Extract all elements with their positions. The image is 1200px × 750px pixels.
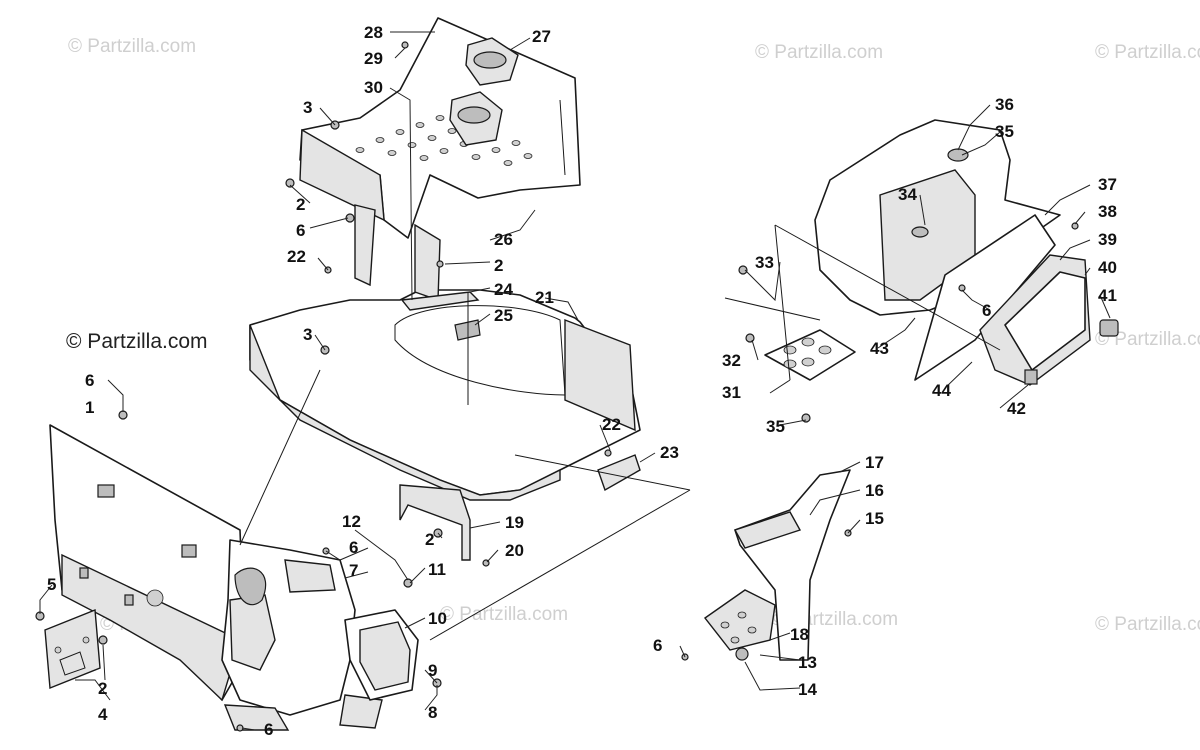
callout-18: 18 [790,625,809,644]
callout-17: 17 [865,453,884,472]
part-center-bracket [400,291,481,405]
part-bracket-23 [597,454,641,492]
watermark: © Partzilla.com [68,36,196,57]
watermark: © Partzilla.com [1095,329,1200,350]
callout-13: 13 [798,653,817,672]
watermark: © Partzilla.com [440,604,568,625]
callout-3: 3 [303,325,312,344]
assembly-lines [239,224,1001,641]
callout-9: 9 [428,661,437,680]
callout-19: 19 [505,513,524,532]
callout-20: 20 [505,541,524,560]
callout-39: 39 [1098,230,1117,249]
part-bracket-19 [399,484,471,561]
callout-21: 21 [535,288,554,307]
watermark: © Partzilla.com [1095,614,1200,635]
callout-22: 22 [287,247,306,266]
callout-11: 11 [428,560,446,579]
part-mount-plate [703,589,776,661]
watermark: © Partzilla.com [755,42,883,63]
watermark: © Partzilla.com [1095,42,1200,63]
callout-35: 35 [766,417,785,436]
leader-lines [39,31,1111,731]
callout-15: 15 [865,509,884,528]
callout-5: 5 [47,575,56,594]
callouts: 28 29 27 30 3 2 6 22 26 2 24 25 21 3 6 1… [47,23,1117,739]
callout-16: 16 [865,481,884,500]
callout-33: 33 [755,253,774,272]
callout-8: 8 [428,703,437,722]
callout-43: 43 [870,339,889,358]
callout-6: 6 [85,371,94,390]
callout-22: 22 [602,415,621,434]
callout-44: 44 [932,381,951,400]
callout-42: 42 [1007,399,1026,418]
part-storage-tray [299,17,581,239]
callout-37: 37 [1098,175,1117,194]
part-floor-pan [249,204,641,501]
callout-4: 4 [98,705,108,724]
callout-36: 36 [995,95,1014,114]
callout-31: 31 [722,383,741,402]
callout-28: 28 [364,23,383,42]
part-fender [733,469,851,661]
part-access-panel [914,214,1119,386]
callout-2: 2 [494,256,503,275]
callout-27: 27 [532,27,551,46]
callout-7: 7 [349,561,358,580]
callout-2: 2 [425,530,434,549]
callout-26: 26 [494,230,513,249]
callout-29: 29 [364,49,383,68]
part-fuel-tank [814,119,1061,316]
callout-25: 25 [494,306,513,325]
callout-6: 6 [296,221,305,240]
cup-holder [449,37,519,146]
part-plate [44,608,101,690]
callout-32: 32 [722,351,741,370]
callout-2: 2 [296,195,305,214]
callout-6: 6 [349,538,358,557]
callout-6: 6 [653,636,662,655]
part-foot-pad [344,609,419,701]
callout-35: 35 [995,122,1014,141]
callout-10: 10 [428,609,447,628]
part-skid-plate [724,297,856,381]
callout-41: 41 [1098,286,1117,305]
callout-3: 3 [303,98,312,117]
callout-6: 6 [264,720,273,739]
callout-23: 23 [660,443,679,462]
callout-24: 24 [494,280,513,299]
callout-1: 1 [85,398,94,417]
callout-14: 14 [798,680,817,699]
callout-30: 30 [364,78,383,97]
callout-38: 38 [1098,202,1117,221]
callout-6: 6 [982,301,991,320]
callout-12: 12 [342,512,361,531]
watermark-main: © Partzilla.com [66,330,208,353]
callout-34: 34 [898,185,917,204]
callout-2: 2 [98,679,107,698]
callout-40: 40 [1098,258,1117,277]
